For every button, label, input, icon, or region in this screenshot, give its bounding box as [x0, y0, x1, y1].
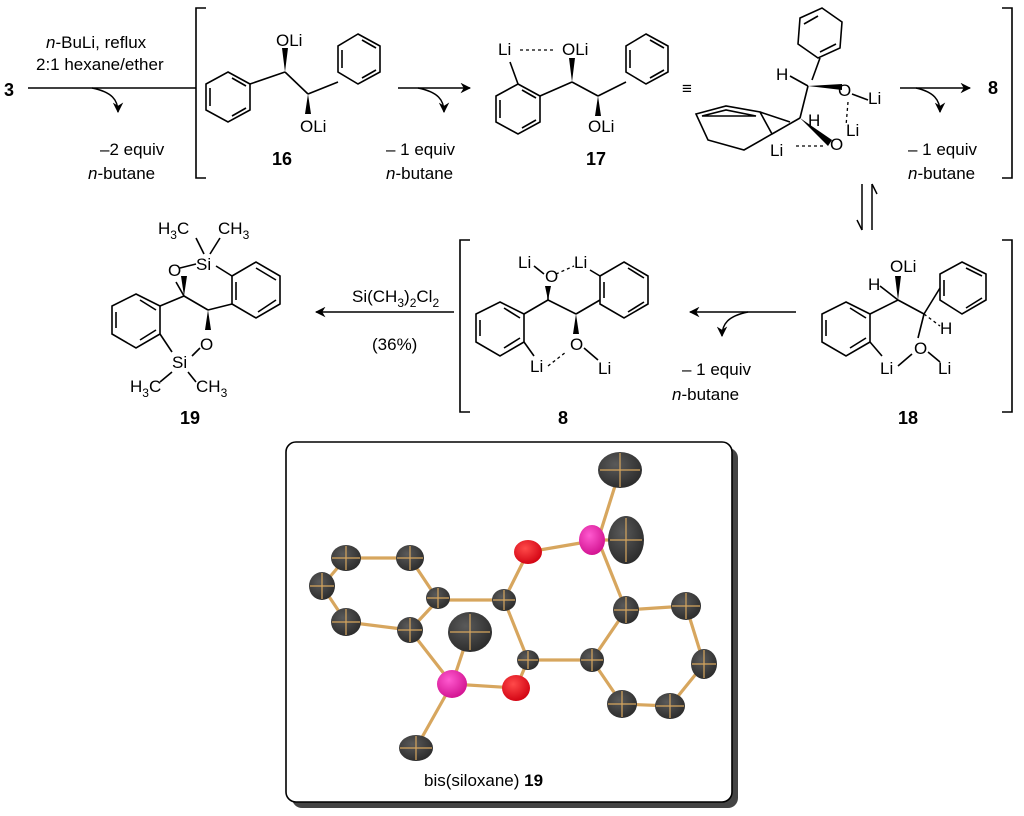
svg-text:Li: Li — [574, 253, 587, 272]
svg-text:n-butane: n-butane — [908, 164, 975, 183]
step5-reagent: Si(CH3)2Cl2 — [352, 287, 439, 310]
svg-text:H3C: H3C — [130, 377, 161, 400]
svg-text:Li: Li — [846, 121, 859, 140]
svg-text:n-butane: n-butane — [88, 164, 155, 183]
compound-16-structure: OLi OLi — [205, 31, 381, 136]
svg-text:Li: Li — [770, 141, 783, 160]
svg-text:Si: Si — [172, 353, 187, 372]
svg-text:Li: Li — [518, 253, 531, 272]
svg-text:O: O — [570, 335, 583, 354]
svg-text:Li: Li — [598, 359, 611, 378]
svg-text:O: O — [830, 135, 843, 154]
step3-byproduct: – 1 equiv n-butane — [908, 140, 977, 183]
svg-text:H: H — [776, 65, 788, 84]
compound-17-label: 17 — [586, 149, 606, 169]
bracket-right-row1 — [1002, 7, 1013, 179]
svg-text:Li: Li — [530, 357, 543, 376]
svg-text:–2 equiv: –2 equiv — [100, 140, 165, 159]
svg-text:O: O — [914, 339, 927, 358]
reaction-arrow-4 — [688, 306, 796, 338]
svg-text:n-BuLi, reflux: n-BuLi, reflux — [46, 33, 147, 52]
compound-16-label: 16 — [272, 149, 292, 169]
bracket-right-row2 — [1002, 239, 1013, 413]
svg-text:OLi: OLi — [300, 117, 326, 136]
bracket-left-row1 — [195, 7, 206, 179]
compound-18-label: 18 — [898, 408, 918, 428]
svg-text:– 1 equiv: – 1 equiv — [682, 360, 751, 379]
svg-text:2:1 hexane/ether: 2:1 hexane/ether — [36, 55, 164, 74]
reaction-arrow-3 — [900, 82, 972, 114]
compound-8-label: 8 — [558, 408, 568, 428]
svg-text:Si: Si — [196, 255, 211, 274]
svg-text:OLi: OLi — [588, 117, 614, 136]
atom-silicon — [437, 670, 467, 698]
compound-8-arrow-label: 8 — [988, 78, 998, 98]
svg-text:n-butane: n-butane — [672, 385, 739, 404]
step5-yield: (36%) — [372, 335, 417, 354]
compound-3-label: 3 — [4, 80, 14, 100]
svg-text:H: H — [940, 319, 952, 338]
atom-oxygen — [502, 675, 530, 701]
compound-17-conformer: H O Li Li H O Li — [694, 7, 881, 160]
svg-text:Li: Li — [498, 40, 511, 59]
svg-text:H3C: H3C — [158, 219, 189, 242]
svg-text:CH3: CH3 — [218, 219, 250, 242]
svg-text:– 1 equiv: – 1 equiv — [386, 140, 455, 159]
compound-18-structure: H OLi H O Li Li — [821, 257, 987, 378]
svg-text:Li: Li — [868, 89, 881, 108]
svg-text:CH3: CH3 — [196, 377, 228, 400]
svg-text:OLi: OLi — [890, 257, 916, 276]
atom-silicon — [579, 525, 605, 555]
equilibrium-arrows — [856, 183, 878, 231]
svg-text:H: H — [868, 275, 880, 294]
svg-text:H: H — [808, 111, 820, 130]
compound-19-structure: H3C CH3 Si O O Si H3C CH3 — [111, 219, 281, 400]
svg-text:O: O — [545, 267, 558, 286]
curved-arrow-byproduct-1 — [91, 87, 124, 114]
step1-reagents: n-BuLi, reflux 2:1 hexane/ether — [36, 33, 164, 74]
crystal-caption: bis(siloxane) 19 — [424, 771, 543, 790]
atom-oxygen — [514, 540, 542, 564]
bracket-left-row2 — [459, 239, 470, 413]
svg-text:Li: Li — [880, 359, 893, 378]
svg-text:OLi: OLi — [276, 31, 302, 50]
equivalence-symbol: ≡ — [682, 79, 692, 98]
svg-text:Li: Li — [938, 359, 951, 378]
step4-byproduct: – 1 equiv n-butane — [672, 360, 751, 404]
compound-8-structure: Li O Li O Li Li — [475, 253, 649, 378]
svg-text:O: O — [200, 335, 213, 354]
compound-17-structure: Li OLi OLi — [495, 33, 669, 136]
svg-text:– 1 equiv: – 1 equiv — [908, 140, 977, 159]
step1-byproduct: –2 equiv n-butane — [88, 140, 165, 183]
reaction-arrow-2 — [398, 82, 472, 114]
crystal-structure-panel: bis(siloxane) 19 — [285, 441, 738, 808]
ortep-atoms — [309, 452, 717, 761]
compound-19-label: 19 — [180, 408, 200, 428]
svg-text:n-butane: n-butane — [386, 164, 453, 183]
step2-byproduct: – 1 equiv n-butane — [386, 140, 455, 183]
svg-text:OLi: OLi — [562, 40, 588, 59]
reaction-arrow-1 — [28, 87, 196, 114]
svg-text:O: O — [838, 81, 851, 100]
svg-text:O: O — [168, 261, 181, 280]
